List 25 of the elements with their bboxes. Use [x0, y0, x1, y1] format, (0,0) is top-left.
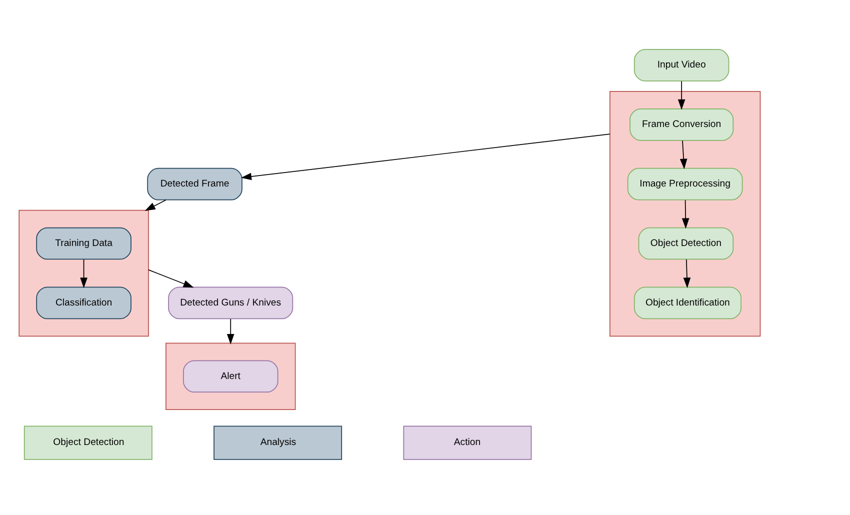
arrow [678, 80, 686, 110]
arrow [240, 134, 610, 180]
legend-label: Action [454, 437, 481, 448]
node-box: Object Detection [638, 227, 734, 260]
node-box: Input Video [634, 49, 730, 82]
node-box: Alert [182, 360, 278, 393]
cluster [166, 342, 296, 410]
node-box: Frame Conversion [630, 108, 734, 141]
arrow [680, 140, 688, 170]
arrow [80, 259, 88, 288]
legend-label: Object Detection [53, 437, 124, 448]
arrow [682, 200, 690, 229]
node-box: Training Data [36, 227, 132, 260]
cluster [609, 91, 761, 337]
node-box: Object Identification [634, 286, 742, 320]
node-box: Detected Guns / Knives [168, 286, 294, 320]
cluster [18, 210, 149, 337]
node-box: Classification [36, 286, 132, 320]
node-box: Detected Frame [147, 168, 242, 200]
arrow [226, 318, 234, 344]
node-box: Image Preprocessing [627, 168, 743, 200]
legend-label: Analysis [260, 437, 296, 448]
arrow [148, 269, 194, 288]
arrow [144, 200, 166, 211]
arrow [683, 259, 691, 288]
